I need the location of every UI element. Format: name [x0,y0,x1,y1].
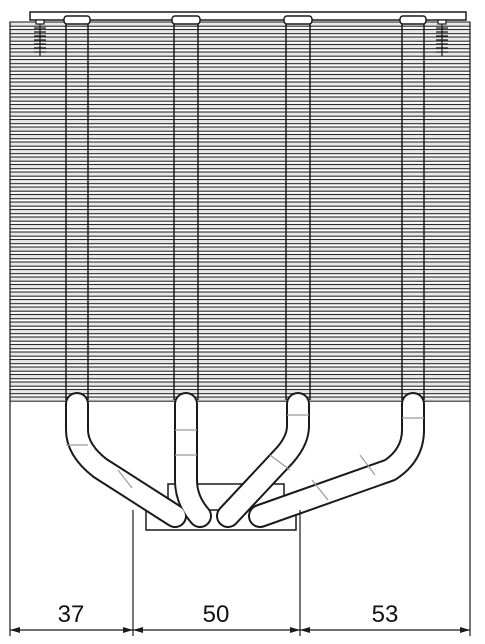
fin-plate [9,268,471,275]
fin-plate [9,208,471,215]
fin-plate [9,81,471,87]
fin-plate [9,96,471,102]
heatpipe-2-vertical [173,24,199,400]
heatpipe-3-vertical [285,24,311,400]
fin-plate [9,246,471,252]
heatpipe-1-vertical [65,24,89,400]
fin-plate [9,261,471,267]
fin-plate [9,313,471,320]
fin-plate [9,291,471,297]
fin-plate [9,141,471,147]
dimension-label-center: 50 [203,601,230,628]
fin-plate [9,223,471,230]
fin-plate [9,73,471,80]
fin-plate [9,321,471,327]
fin-plate [9,133,471,140]
heatpipe-cap-2 [171,15,201,25]
heatpipe-cap-3 [283,15,313,25]
fin-plate [9,358,471,365]
fin-plate [9,193,471,200]
fin-plate [9,148,471,155]
fin-plate [9,201,471,207]
fin-plate [9,328,471,335]
fin-plate [9,381,471,387]
fin-plate [9,351,471,357]
fin-plate [9,276,471,282]
fin-plate [9,298,471,305]
fin-plate [9,306,471,312]
fin-plate [9,103,471,110]
fin-plate [9,28,471,35]
fin-plate [9,51,471,57]
heatpipe-cap-1 [63,15,91,25]
fin-plate [9,343,471,350]
fin-plate [9,283,471,290]
fin-plate [9,253,471,260]
dimension-label-right: 53 [372,601,399,628]
fin-plate [9,366,471,372]
fin-plate [9,171,471,177]
heatpipe-cap-4 [399,15,427,25]
fin-plate [9,126,471,132]
fin-plate [9,118,471,125]
mount-screw-right [436,19,448,56]
fin-plate [9,373,471,380]
fin-plate [9,163,471,170]
fin-plate [9,111,471,117]
heatpipe-4-vertical [401,24,425,400]
fin-plate [9,238,471,245]
fin-plate [9,216,471,222]
fin-plate [9,88,471,95]
fin-plate [9,231,471,237]
fin-plate [9,186,471,192]
mount-screw-left [34,19,46,56]
fin-stack [9,21,471,404]
top-mount-plate [29,11,467,21]
fin-plate [9,66,471,72]
fin-plate [9,43,471,50]
fin-plate [9,156,471,162]
fin-plate [9,336,471,342]
dimension-label-left: 37 [58,601,85,628]
fin-plate [9,36,471,42]
fin-plate [9,58,471,65]
fin-plate [9,178,471,185]
